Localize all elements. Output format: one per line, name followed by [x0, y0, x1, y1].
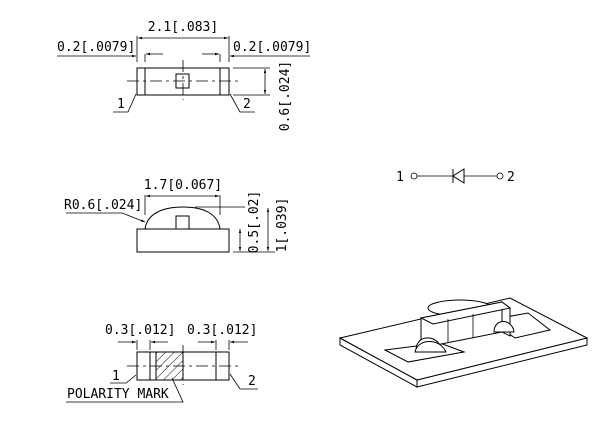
- polarity-mark-label: POLARITY MARK: [67, 387, 169, 402]
- schematic-pin2: 2: [507, 170, 515, 185]
- solder-left: [414, 341, 447, 353]
- dim-dome-radius: R0.6[.024]: [64, 198, 142, 213]
- dim-left-terminal: 0.2[.0079]: [57, 40, 135, 55]
- diode-schematic: 1 2: [396, 168, 515, 185]
- side-view: 1.7[0.067] R0.6[.024] 0.5[.02] 1[.039]: [64, 178, 290, 253]
- pin1-label: 1: [117, 97, 125, 112]
- 3d-body-top: [419, 301, 512, 325]
- bottom-pin2-label: 2: [248, 374, 256, 389]
- diode-triangle: [452, 168, 465, 184]
- top-view: 2.1[.083] 0.2[.0079] 0.2[.0079] 0.6[.024…: [57, 20, 311, 131]
- dim-right-terminal: 0.2[.0079]: [233, 40, 311, 55]
- dim-dome-width: 1.7[0.067]: [144, 178, 222, 193]
- side-base: [136, 228, 230, 253]
- solder-right: [493, 321, 515, 333]
- schematic-pin1: 1: [396, 170, 404, 185]
- dim-total-height: 1[.039]: [275, 198, 290, 253]
- dim-right-pad: 0.3[.012]: [187, 323, 257, 338]
- dim-left-pad: 0.3[.012]: [105, 323, 175, 338]
- dim-width: 0.6[.024]: [278, 61, 293, 131]
- isometric-view: [338, 297, 589, 388]
- dome-lens: [144, 206, 221, 230]
- pin2-label: 2: [243, 97, 251, 112]
- bottom-view: 0.3[.012] 0.3[.012] 1 2 POLARITY MARK: [66, 323, 258, 403]
- bottom-pin1-label: 1: [112, 369, 120, 384]
- dim-base-height: 0.5[.02]: [247, 191, 262, 254]
- dim-overall-length: 2.1[.083]: [148, 20, 218, 35]
